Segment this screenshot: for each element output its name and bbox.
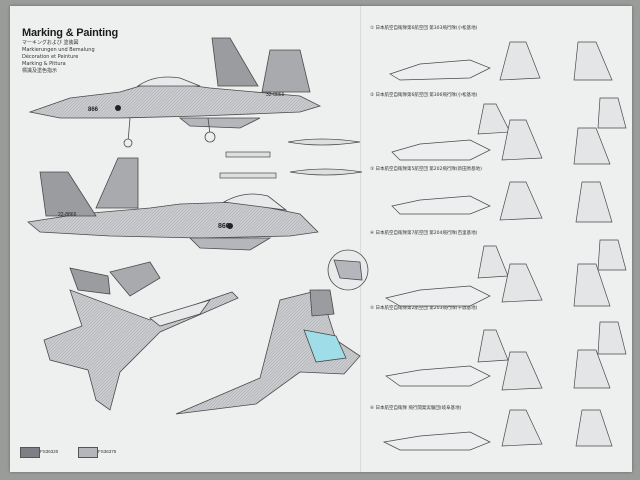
f15-top-view-2 bbox=[175, 289, 361, 415]
swatch-light-grey-label: FS36375 bbox=[98, 449, 117, 454]
tail-number-866-b: 866 bbox=[218, 223, 230, 230]
subtitle-de: Markierungen und Bemalung bbox=[22, 47, 95, 53]
drop-tanks bbox=[219, 138, 363, 179]
scheme-caption-3: ③ 日本航空自衛隊第5航空団 第202飛行隊(新田原基地) bbox=[370, 167, 482, 172]
center-fold bbox=[360, 6, 362, 472]
tail-number-866-a: 866 bbox=[88, 107, 99, 113]
f15-side-view-2 bbox=[27, 157, 319, 251]
swatch-dark-grey-label: FS36320 bbox=[40, 449, 59, 454]
roundel bbox=[115, 105, 121, 111]
detail-circle bbox=[327, 249, 369, 291]
swatch-light-grey bbox=[78, 447, 98, 458]
subtitle-cn: 標識及塗色指示 bbox=[22, 68, 58, 74]
swatch-dark-grey bbox=[20, 447, 40, 458]
scheme-caption-4: ④ 日本航空自衛隊第7航空団 第204飛行隊(百里基地) bbox=[370, 231, 478, 236]
f15-side-view-1 bbox=[28, 37, 322, 148]
scheme-caption-5: ⑤ 日本航空自衛隊第2航空団 第203飛行隊(千歳基地) bbox=[370, 306, 478, 311]
scheme-caption-6: ⑥ 日本航空自衛隊 飛行開発実験団(岐阜基地) bbox=[370, 406, 462, 411]
subtitle-it: Marking & Pittura bbox=[22, 61, 66, 67]
tail-number-32-8866: 32-8866 bbox=[266, 92, 285, 98]
profile-column bbox=[382, 59, 491, 451]
subtitle-jp: マーキングおよび 塗装図 bbox=[22, 40, 79, 46]
scheme-caption-2: ② 日本航空自衛隊第6航空団 第306飛行隊(小松基地) bbox=[370, 93, 478, 98]
scheme-caption-1: ① 日本航空自衛隊第6航空団 第303飛行隊(小松基地) bbox=[370, 26, 478, 31]
page-title: Marking & Painting bbox=[22, 27, 119, 39]
subtitle-fr: Décoration et Peinture bbox=[22, 54, 79, 60]
tail-number-22-8866: 22-8866 bbox=[58, 212, 77, 218]
roundel-2 bbox=[227, 223, 233, 229]
f15-top-view-1 bbox=[43, 261, 239, 411]
tail-fins-grid bbox=[477, 41, 627, 447]
